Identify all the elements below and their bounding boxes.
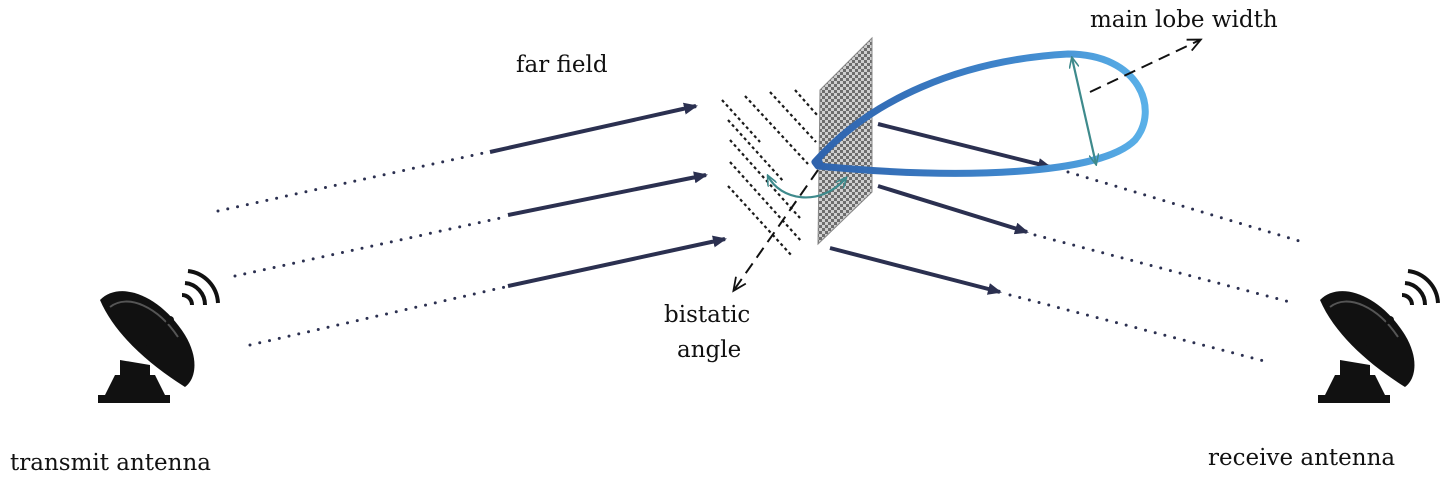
reflected-dotted-1 xyxy=(1066,170,1308,245)
receive-antenna-icon xyxy=(1318,269,1440,403)
lobe-origin xyxy=(813,158,823,168)
main-lobe xyxy=(811,50,1149,177)
far-field-label: far field xyxy=(516,52,608,78)
metasurface-panel xyxy=(817,36,873,246)
incident-dotted-1 xyxy=(216,150,490,213)
bistatic-angle-label-line1: bistatic xyxy=(664,302,750,328)
receive-antenna-label: receive antenna xyxy=(1208,445,1395,471)
incident-rays xyxy=(216,102,727,347)
reflected-rays xyxy=(829,122,1308,364)
incident-dotted-2 xyxy=(233,215,507,278)
incident-arrow-2 xyxy=(507,171,708,217)
reflected-arrow-3 xyxy=(829,246,1002,295)
reflected-arrow-1 xyxy=(877,122,1052,170)
main-lobe-width-label: main lobe width xyxy=(1090,7,1278,33)
transmit-antenna-icon xyxy=(98,269,220,403)
bistatic-angle-arc xyxy=(768,176,846,199)
incident-arrow-3 xyxy=(507,235,727,288)
incident-dotted-3 xyxy=(248,285,507,347)
reflected-dotted-3 xyxy=(1008,293,1270,364)
lobe-axis-dashed xyxy=(1089,40,1200,93)
lobe-width-arrow xyxy=(1072,58,1096,164)
reflected-arrow-2 xyxy=(877,184,1029,235)
reflected-dotted-2 xyxy=(1033,233,1292,304)
bistatic-angle-label-line2: angle xyxy=(677,337,741,363)
transmit-antenna-label: transmit antenna xyxy=(10,450,211,476)
bistatic-dashed-line xyxy=(734,169,819,290)
wavefront-hatching xyxy=(721,89,819,257)
incident-arrow-1 xyxy=(489,102,698,154)
